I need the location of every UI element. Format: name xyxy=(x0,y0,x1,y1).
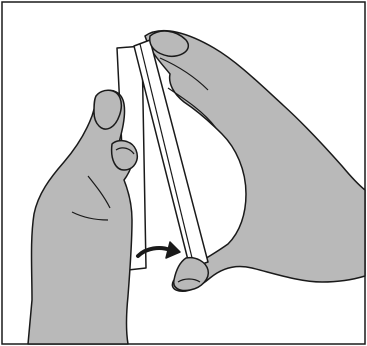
left-index-finger xyxy=(112,141,138,170)
